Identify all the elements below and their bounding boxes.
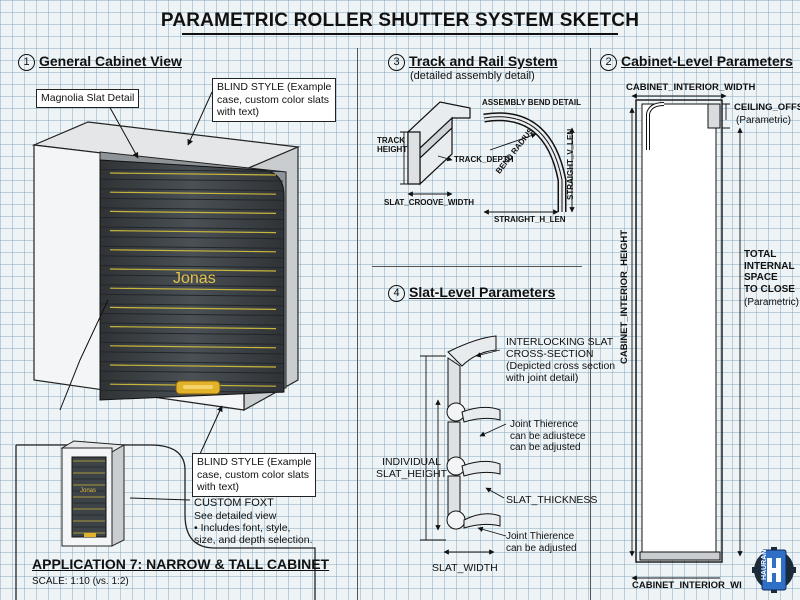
title-underline [182, 33, 618, 35]
slat-groove-line [100, 332, 284, 336]
cabinet-dimensions [629, 93, 743, 581]
interlocking-label: INTERLOCKING SLAT CROSS-SECTION (Depicte… [506, 336, 616, 385]
slat-groove-line [100, 217, 284, 220]
page-title: PARAMETRIC ROLLER SHUTTER SYSTEM SKETCH [160, 10, 640, 31]
slat-stack [446, 335, 501, 530]
slat-groove-line [100, 188, 284, 192]
section-track-subtitle: (detailed assembly detail) [410, 70, 535, 82]
slat-groove-line [100, 351, 284, 355]
bend-detail [483, 112, 567, 212]
slat-stripe-line [109, 364, 277, 368]
gear-icon [752, 547, 796, 593]
blind-style-top-label: BLIND STYLE (Example case, custom color … [212, 78, 337, 122]
slat-groove-line [100, 226, 284, 230]
slat-width-label: SLAT_WIDTH [432, 562, 498, 574]
cabinet-section [635, 99, 723, 563]
seal-text: HAURAN [761, 549, 768, 580]
slat-stripe-line [109, 210, 277, 214]
slat-groove-line [100, 313, 284, 316]
application-scale: SCALE: 1:10 (vs. 1:2) [32, 576, 129, 587]
slat-groove-line [100, 274, 284, 278]
assembly-bend-label: ASSEMBLY BEND DETAIL [482, 98, 581, 107]
slat-stripe-line [109, 345, 277, 349]
slat-groove-line [100, 207, 284, 211]
slat-stripe-line [109, 249, 277, 253]
mini-cabinet-handle [84, 533, 96, 537]
slat-groove-line [100, 178, 284, 182]
slat-groove-line [100, 236, 284, 240]
general-leaders [59, 91, 223, 501]
slat-stripe-line [109, 306, 277, 310]
application-frame [15, 444, 316, 600]
divider-vertical-right [590, 48, 591, 600]
track-dimensions [400, 131, 453, 197]
magnolia-label: Magnolia Slat Detail [36, 89, 140, 108]
slat-stripe-line [109, 172, 277, 176]
shutter-slat-lines [100, 169, 284, 393]
interior-width-top-label: CABINET_INTERIOR_WIDTH [626, 82, 756, 93]
slat-groove-line [100, 370, 284, 374]
shutter-handle [175, 380, 221, 395]
total-param-label: (Parametric) [744, 297, 800, 308]
interior-width-bottom-label: CABINET_INTERIOR_WI [632, 580, 742, 591]
slat-groove-line [100, 361, 284, 364]
joint-label-1: Joint Thierence can be adiustece can be … [510, 419, 586, 453]
slat-stripe-line [109, 287, 277, 291]
slat-stripe-line [109, 230, 277, 234]
bend-dimensions [483, 127, 575, 215]
custom-font-label: CUSTOM FOXT See detailed view • Includes… [194, 497, 313, 546]
track-depth-label: TRACK_DEPTH [454, 155, 514, 164]
interior-height-label: CABINET_INTERIOR_HEIGHT [619, 229, 630, 364]
slat-stripe-line [109, 326, 277, 330]
straight-v-label: STRAIGHT_V_LEN [566, 128, 575, 200]
individual-slat-height-label: INDIVIDUAL SLAT_HEIGHT [376, 456, 447, 481]
divider-horizontal-middle [372, 266, 582, 267]
slat-groove-line [100, 284, 284, 288]
slat-groove-line [100, 322, 284, 326]
slat-groove-line [100, 265, 284, 268]
slat-groove-line [100, 293, 284, 297]
ceiling-param-label: (Parametric) [736, 115, 792, 126]
slat-groove-line [100, 169, 284, 172]
slat-dimensions [420, 349, 507, 555]
divider-vertical-left [357, 48, 358, 600]
shutter-text: Jonas [173, 270, 216, 287]
blind-style-bottom-label: BLIND STYLE (Example case, custom color … [192, 453, 317, 497]
slat-groove-line [100, 303, 284, 307]
slat-thickness-label: SLAT_THICKNESS [506, 494, 598, 506]
slat-groove-label: SLAT_CROOVE_WIDTH [384, 198, 475, 207]
slat-groove-line [100, 197, 284, 201]
slat-groove-line [100, 341, 284, 345]
slat-groove-line [100, 255, 284, 259]
hauran-seal: HAURAN [752, 536, 796, 596]
application-title: APPLICATION 7: NARROW & TALL CABINET [32, 556, 330, 572]
track-profile [407, 101, 471, 186]
track-height-label: TRACK HEIGHT [377, 136, 408, 155]
slat-stripe-line [109, 268, 277, 272]
slat-stripe-line [109, 191, 277, 195]
mini-cabinet-slats [73, 460, 105, 534]
mini-cabinet-text: Jonas [80, 488, 97, 494]
straight-h-label: STRAIGHT_H_LEN [494, 215, 566, 224]
ceiling-offset-label: CEILING_OFFSET [734, 102, 800, 113]
total-space-label: TOTAL INTERNAL SPACE TO CLOSE [744, 249, 795, 295]
joint-label-2: Joint Thierence can be adjusted [506, 531, 577, 554]
slat-groove-line [100, 245, 284, 249]
